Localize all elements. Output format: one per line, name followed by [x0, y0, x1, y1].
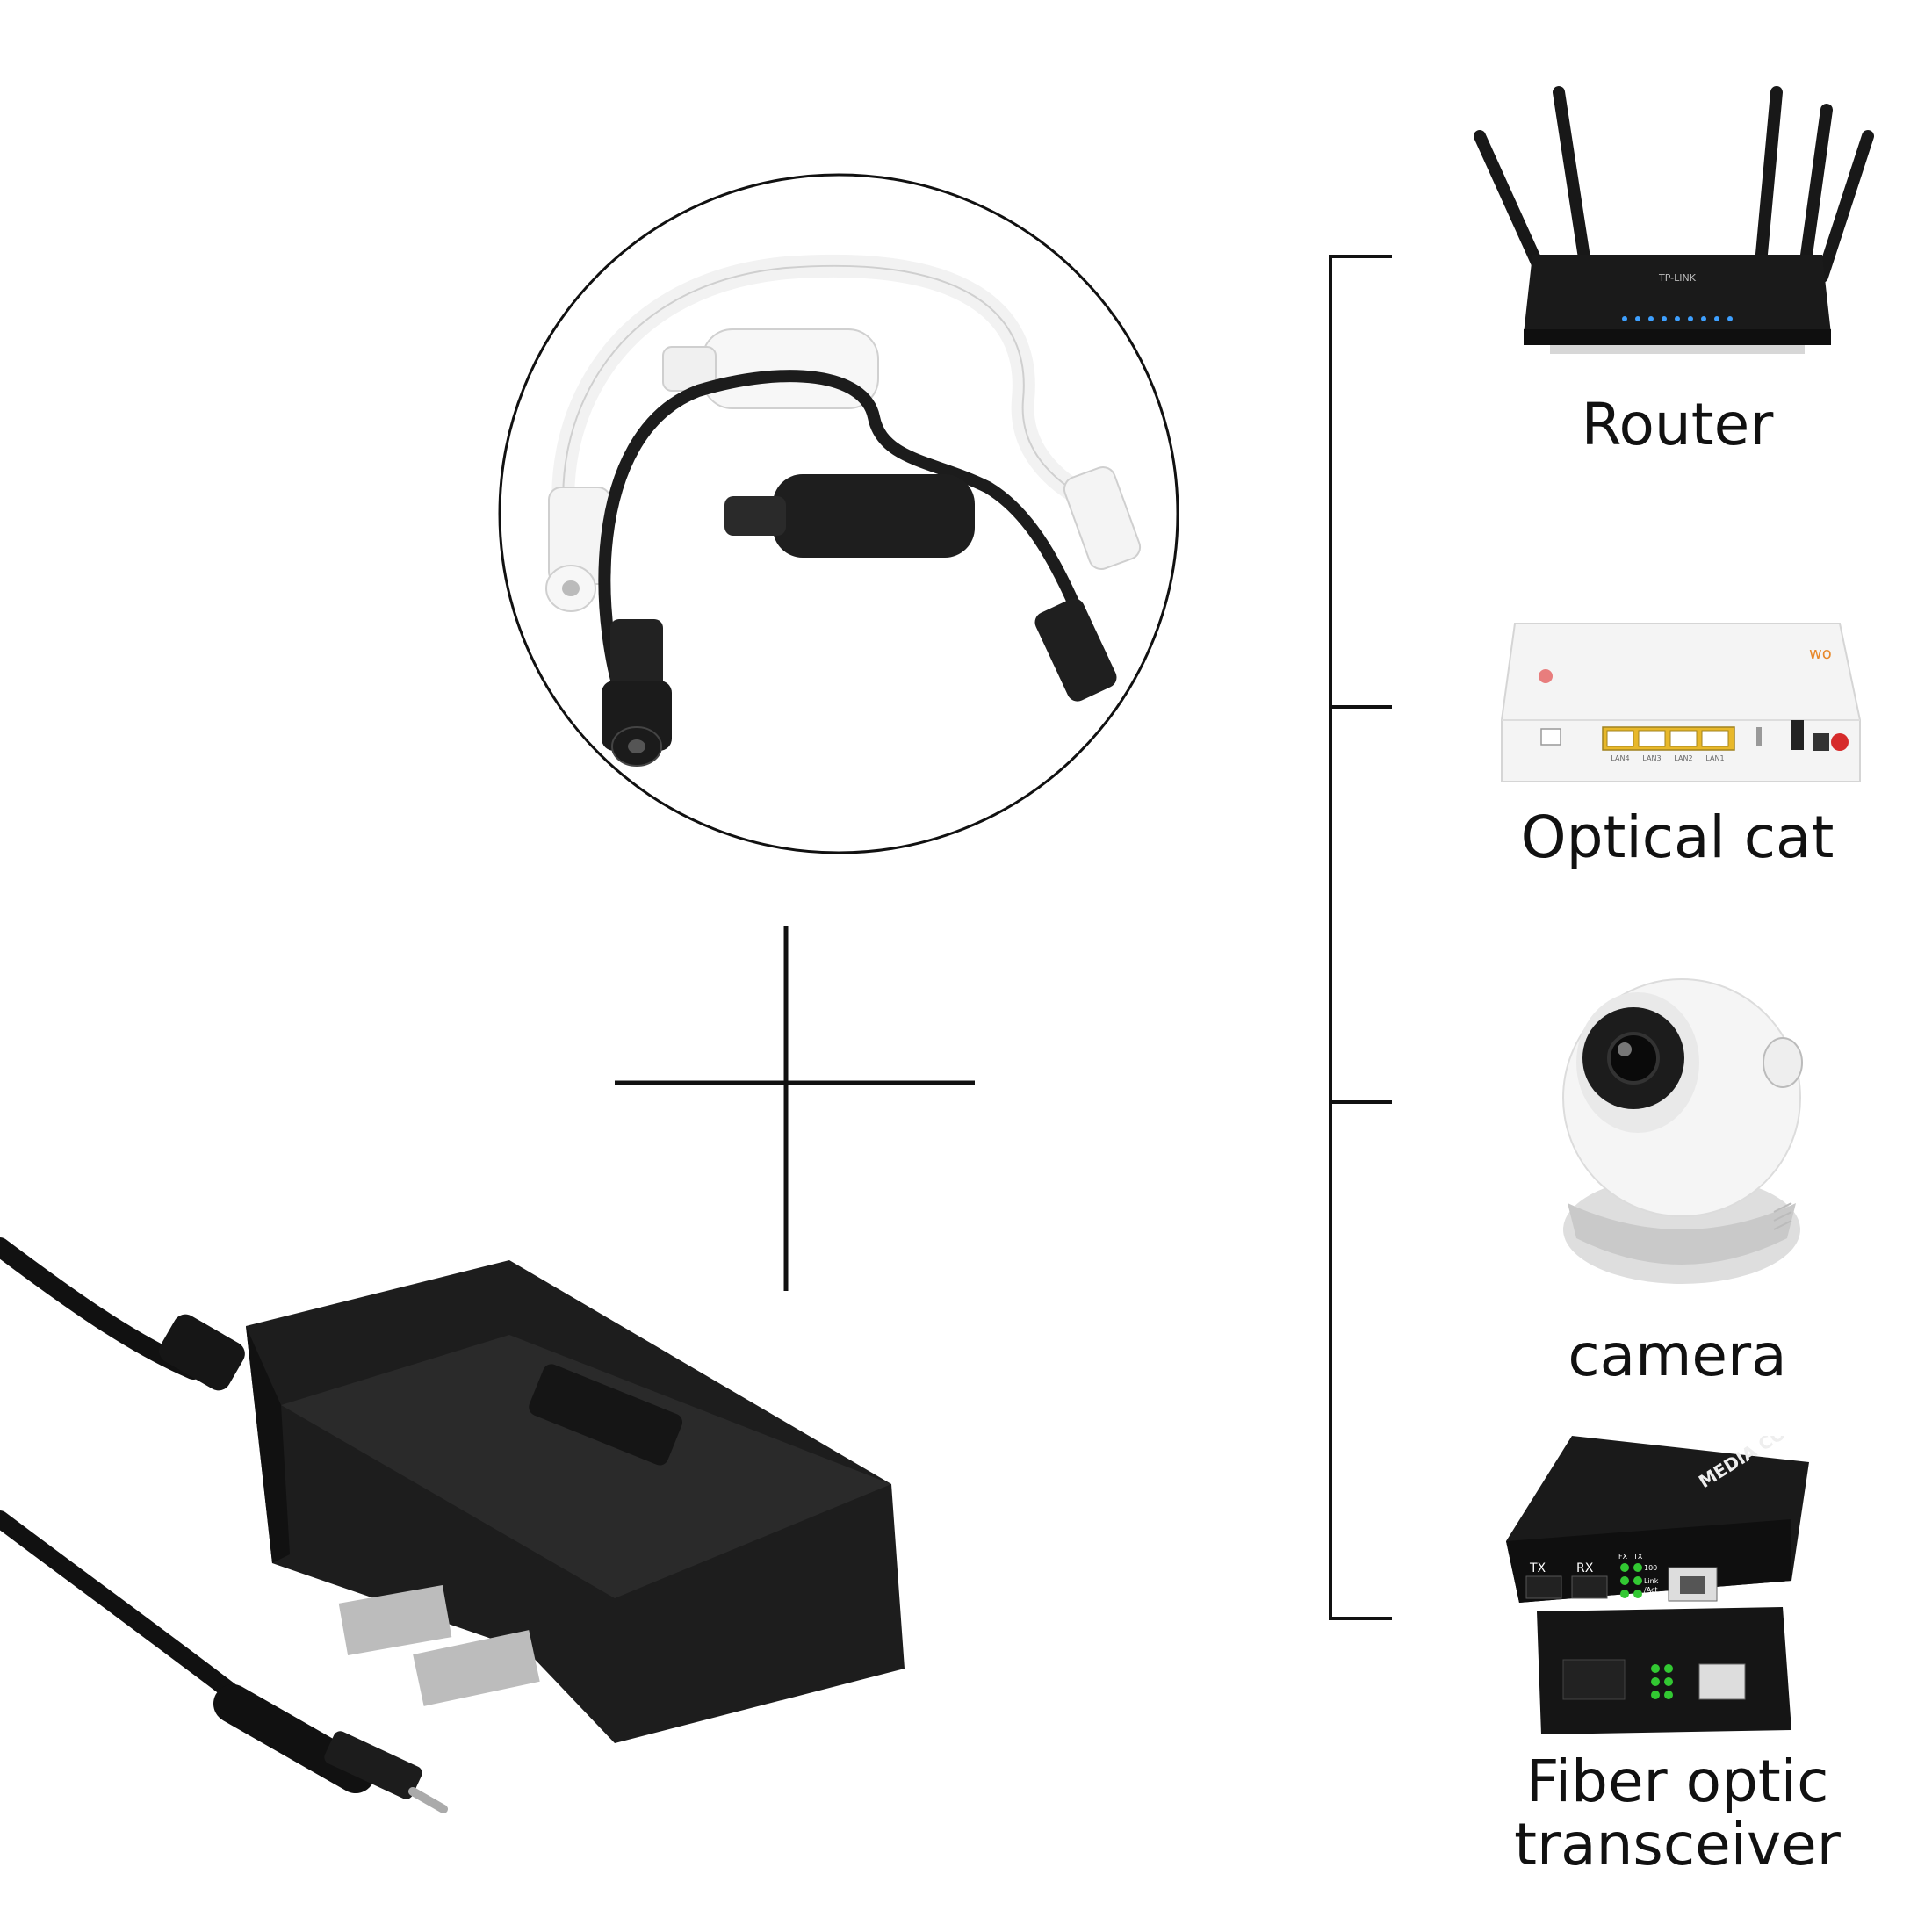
device-label-optical-cat: Optical cat — [1520, 804, 1835, 871]
camera-icon — [1550, 966, 1813, 1291]
fiber-transceiver-icon: MEDIA CONVERTER TX RX FX TX 100 Link /Ac… — [1502, 1436, 1818, 1743]
device-label-fiber-transceiver: Fiber optic transceiver — [1514, 1748, 1841, 1878]
cable-circle — [496, 171, 1181, 856]
tx-label: TX — [1529, 1561, 1546, 1575]
router-brand: TP-LINK — [1658, 272, 1697, 284]
plus-sign — [615, 926, 975, 1291]
lan1-label: LAN1 — [1705, 754, 1724, 762]
device-label-router: Router — [1581, 391, 1774, 458]
router-icon: TP-LINK — [1462, 83, 1884, 373]
fdx-label: FDX — [1618, 1601, 1633, 1609]
power-adapter — [0, 1229, 948, 1914]
optical-modem-icon: LAN4 LAN3 LAN2 LAN1 wo — [1493, 615, 1862, 790]
led-100-label: 100 — [1644, 1564, 1657, 1572]
rx-label: RX — [1576, 1561, 1594, 1575]
lan3-label: LAN3 — [1642, 754, 1661, 762]
link-label: Link — [1644, 1577, 1659, 1585]
led-tx-label: TX — [1633, 1553, 1643, 1561]
svg-text:wo: wo — [1809, 645, 1832, 663]
lan4-label: LAN4 — [1611, 754, 1629, 762]
lan2-label: LAN2 — [1674, 754, 1692, 762]
act-label: /Act — [1644, 1586, 1658, 1594]
device-label-camera: camera — [1568, 1322, 1787, 1389]
fx-label: FX — [1618, 1553, 1628, 1561]
pwr-label: PWR — [1635, 1601, 1652, 1609]
device-bracket — [1326, 255, 1396, 1625]
